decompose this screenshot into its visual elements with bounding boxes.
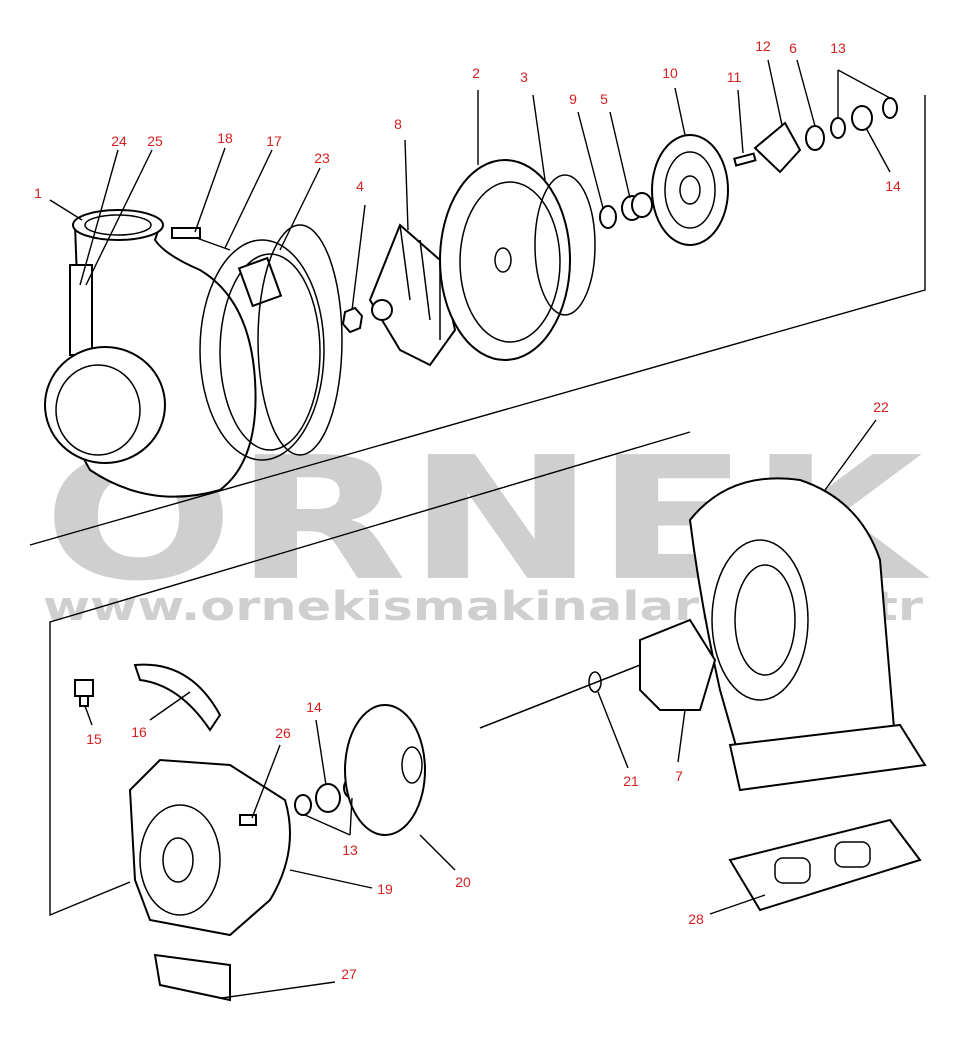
bearing-14b	[315, 783, 341, 813]
ring-9	[599, 205, 617, 229]
thrust-plate-12	[753, 121, 802, 174]
section-divider-lines	[29, 95, 926, 917]
seal-ring-3	[534, 174, 596, 316]
callout-14: 14	[885, 178, 901, 194]
sleeve-5	[621, 192, 653, 221]
gasket-28	[728, 818, 922, 912]
callout-7: 7	[675, 768, 683, 784]
callout-6: 6	[789, 40, 797, 56]
callout-21: 21	[623, 773, 639, 789]
callout-26: 26	[275, 725, 291, 741]
compressor-wheel	[368, 223, 457, 367]
callout-16: 16	[131, 724, 147, 740]
bearing-14	[851, 105, 873, 131]
callout-3: 3	[520, 69, 528, 85]
snap-ring-13b	[882, 97, 898, 119]
callout-labels: 1 24 25 18 17 23 4 8 2 3 9 5 10 11 12 6 …	[34, 38, 901, 982]
callout-12: 12	[755, 38, 771, 54]
screw-11	[733, 152, 757, 167]
callout-18: 18	[217, 130, 233, 146]
lock-plate-16	[133, 663, 222, 732]
callout-23: 23	[314, 150, 330, 166]
bearing-6	[805, 125, 825, 151]
nut-4	[341, 306, 364, 334]
callout-19: 19	[377, 881, 393, 897]
callout-9: 9	[569, 91, 577, 107]
callout-28: 28	[688, 911, 704, 927]
callout-20: 20	[455, 874, 471, 890]
compressor-housing	[44, 209, 257, 498]
callout-8: 8	[394, 116, 402, 132]
callout-11: 11	[727, 69, 742, 85]
callout-1: 1	[34, 185, 42, 201]
callout-22: 22	[873, 399, 889, 415]
snap-ring-13c	[294, 794, 312, 816]
callout-13-lower: 13	[342, 842, 358, 858]
callout-2: 2	[472, 65, 480, 81]
leader-lines	[49, 59, 891, 999]
snap-ring-13a	[830, 117, 846, 139]
bearing-housing-19	[128, 758, 291, 937]
turbine-housing	[688, 477, 927, 792]
callout-10: 10	[662, 65, 678, 81]
backplate-2	[439, 159, 571, 361]
callout-14-lower: 14	[306, 699, 322, 715]
thrust-collar-10	[651, 134, 729, 246]
callout-27: 27	[341, 966, 357, 982]
gasket-27	[153, 953, 231, 1002]
v-band-clamp	[171, 227, 325, 461]
callout-24: 24	[111, 133, 127, 149]
bolt-15	[74, 679, 94, 707]
callout-15: 15	[86, 731, 102, 747]
callout-25: 25	[147, 133, 163, 149]
callout-17: 17	[266, 133, 282, 149]
heat-shield-20	[344, 704, 426, 836]
callout-13: 13	[830, 40, 846, 56]
turbine-shaft-wheel	[479, 618, 717, 729]
callout-4: 4	[356, 178, 364, 194]
o-ring-23	[257, 224, 343, 456]
callout-5: 5	[600, 91, 608, 107]
